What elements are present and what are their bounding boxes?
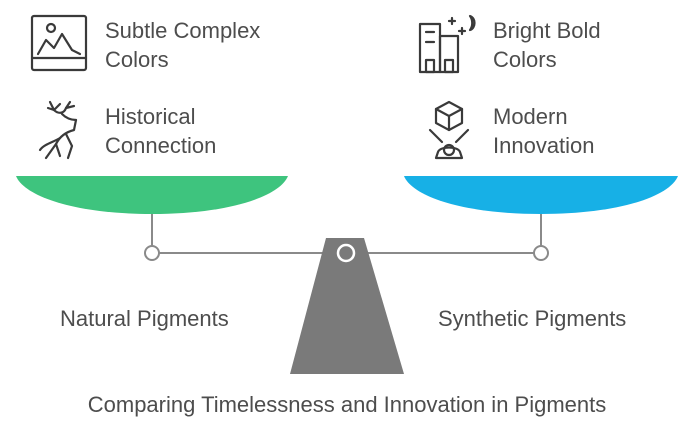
right-pan <box>404 176 678 214</box>
left-side-label: Natural Pigments <box>60 306 229 331</box>
diagram-caption: Comparing Timelessness and Innovation in… <box>87 392 607 417</box>
city-night-icon <box>418 14 480 74</box>
right-item-2-line2: Innovation <box>493 133 595 158</box>
fulcrum <box>290 238 404 374</box>
right-item-1-line2: Colors <box>493 47 557 72</box>
cube-innovation-icon <box>424 100 474 160</box>
right-item-2-line1: Modern <box>493 104 568 129</box>
landscape-image-icon <box>30 14 88 72</box>
pivot <box>336 243 356 263</box>
right-item-1-line1: Bright Bold <box>493 18 601 43</box>
left-item-1-line1: Subtle Complex <box>105 18 261 43</box>
deer-icon <box>36 100 84 162</box>
left-item-2-line1: Historical <box>105 104 196 129</box>
right-side-label: Synthetic Pigments <box>438 306 627 331</box>
left-pan <box>16 176 288 214</box>
left-item-1-line2: Colors <box>105 47 169 72</box>
left-item-2-line2: Connection <box>105 133 217 158</box>
